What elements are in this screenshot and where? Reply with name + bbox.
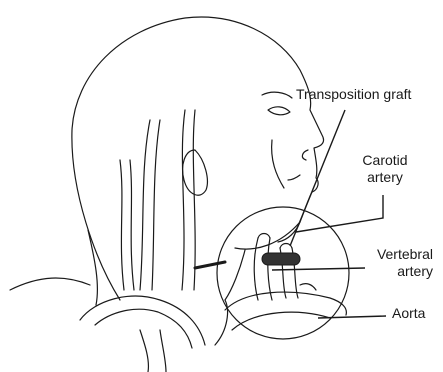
mouth: [288, 175, 300, 180]
label-carotid-line2: artery: [358, 169, 412, 186]
neck-graft-mark: [195, 262, 225, 268]
descending-aorta-inner: [160, 330, 166, 372]
inset-branch: [300, 284, 316, 290]
inset-carotid: [254, 238, 258, 300]
inset-carotid-cap: [258, 234, 270, 239]
label-aorta: Aorta: [392, 305, 425, 322]
label-vertebral-line2: artery: [355, 263, 433, 280]
inset-aorta-inner: [232, 312, 330, 330]
label-vertebral-artery: Vertebral artery: [355, 246, 433, 280]
carotid-left-outer: [140, 120, 150, 290]
cheek-line: [272, 140, 284, 188]
label-vertebral-line1: Vertebral: [355, 246, 433, 263]
carotid-right-outer: [182, 110, 185, 290]
inset-graft-band: [262, 253, 300, 265]
label-carotid-line1: Carotid: [358, 152, 412, 169]
carotid-right-inner: [193, 110, 195, 290]
jugular-vessel: [120, 160, 124, 290]
label-transposition-graft: Transposition graft: [296, 86, 411, 103]
leader-aorta: [318, 316, 386, 318]
carotid-left-inner: [152, 120, 160, 290]
label-carotid-artery: Carotid artery: [358, 152, 412, 186]
eye: [268, 107, 290, 115]
inset-carotid-inner: [268, 238, 272, 300]
neck-front: [225, 250, 245, 300]
descending-aorta: [140, 330, 148, 372]
nostril: [302, 150, 308, 160]
brow: [262, 92, 292, 98]
ear: [183, 150, 208, 195]
leader-vertebral-artery: [272, 268, 365, 270]
neck-back: [88, 230, 97, 305]
jugular-vessel-inner: [130, 160, 134, 290]
shoulder-left: [10, 278, 90, 290]
